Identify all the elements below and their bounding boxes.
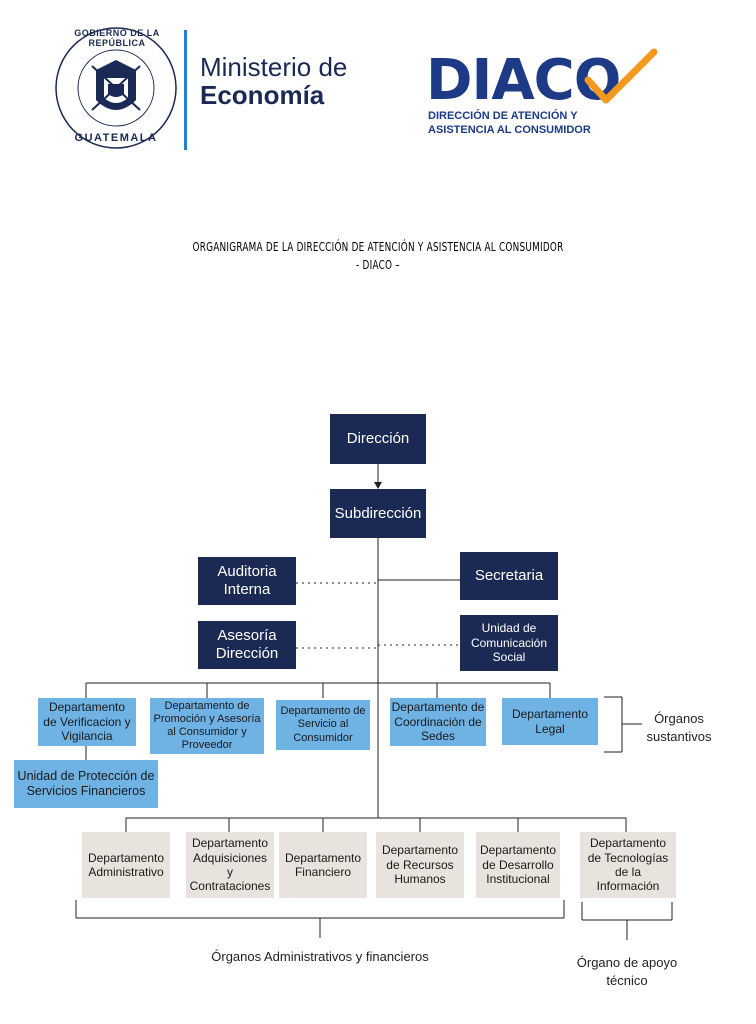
page-title: ORGANIGRAMA DE LA DIRECCIÓN DE ATENCIÓN … [192,240,564,254]
box-dept-desarrollo: Departamento de Desarrollo Institucional [476,832,560,898]
box-dept-verificacion: Departamento de Verificacion y Vigilanci… [38,698,136,746]
diaco-subtitle: DIRECCIÓN DE ATENCIÓN Y ASISTENCIA AL CO… [428,110,591,138]
box-dept-financiero: Departamento Financiero [279,832,367,898]
box-dept-administrativo: Departamento Administrativo [82,832,170,898]
box-direccion: Dirección [330,414,426,464]
ministry-line1: Ministerio de [200,52,348,82]
box-comunicacion-social: Unidad de Comunicación Social [460,615,558,671]
logo-divider [184,30,187,150]
box-dept-adquisiciones: Departamento Adquisiciones y Contratacio… [186,832,274,898]
box-auditoria-interna: Auditoria Interna [198,557,296,605]
diaco-sub-line2: ASISTENCIA AL CONSUMIDOR [428,123,591,136]
page-subtitle: - DIACO – [356,258,400,272]
box-asesoria-direccion: Asesoría Dirección [198,621,296,669]
diaco-sub-line1: DIRECCIÓN DE ATENCIÓN Y [428,110,578,122]
label-organos-sustantivos: Órganos sustantivos [646,711,712,744]
ministry-line2: Economía [200,80,325,110]
box-dept-coordinacion: Departamento de Coordinación de Sedes [390,698,486,746]
box-dept-recursos-humanos: Departamento de Recursos Humanos [376,832,464,898]
label-organo-apoyo: Órgano de apoyo técnico [576,955,678,988]
label-organos-administrativos: Órganos Administrativos y financieros [211,949,429,964]
seal-text-top: GOBIERNO DE LA REPÚBLICA [74,28,160,48]
box-secretaria: Secretaria [460,552,558,600]
box-subdireccion: Subdirección [330,489,426,538]
box-dept-promocion: Departamento de Promoción y Asesoría al … [150,698,264,754]
box-unidad-proteccion: Unidad de Protección de Servicios Financ… [14,760,158,808]
diaco-wordmark: DIACO [426,48,621,113]
box-dept-servicio: Departamento de Servicio al Consumidor [276,700,370,750]
ministerio-logo: Ministerio de Economía [200,54,347,108]
seal-text-bottom: GUATEMALA [74,132,158,144]
box-dept-tecnologias: Departamento de Tecnologías de la Inform… [580,832,676,898]
box-dept-legal: Departamento Legal [502,698,598,745]
